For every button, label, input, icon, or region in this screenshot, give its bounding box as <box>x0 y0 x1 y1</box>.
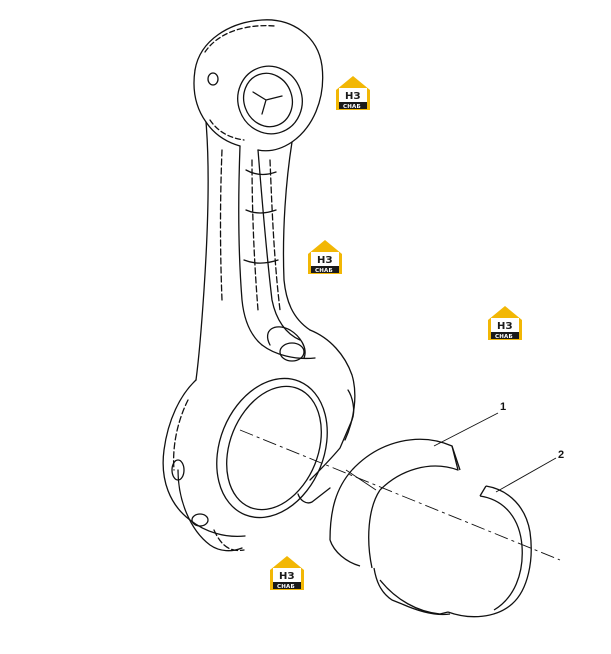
connecting-rod <box>162 19 356 552</box>
svg-text:СНАБ: СНАБ <box>277 584 295 590</box>
bearing-shell-upper <box>329 438 461 569</box>
axis-centerline <box>239 429 561 561</box>
watermark-logo: НЗ СНАБ <box>488 306 522 340</box>
bearing-shell-lower <box>373 485 532 618</box>
watermark-logo: НЗ СНАБ <box>308 240 342 274</box>
svg-text:СНАБ: СНАБ <box>315 268 333 274</box>
svg-text:СНАБ: СНАБ <box>343 104 361 110</box>
callout-1-label: 1 <box>500 401 506 413</box>
svg-text:НЗ: НЗ <box>345 91 360 102</box>
watermark-logo: НЗ СНАБ <box>336 76 370 110</box>
callout-2-label: 2 <box>558 449 564 461</box>
watermark-logo: НЗ СНАБ <box>270 556 304 590</box>
callout-2: 2 <box>495 449 564 493</box>
callout-1: 1 <box>433 401 506 447</box>
svg-text:НЗ: НЗ <box>317 255 332 266</box>
svg-text:СНАБ: СНАБ <box>495 334 513 340</box>
svg-text:НЗ: НЗ <box>497 321 512 332</box>
svg-text:НЗ: НЗ <box>279 571 294 582</box>
